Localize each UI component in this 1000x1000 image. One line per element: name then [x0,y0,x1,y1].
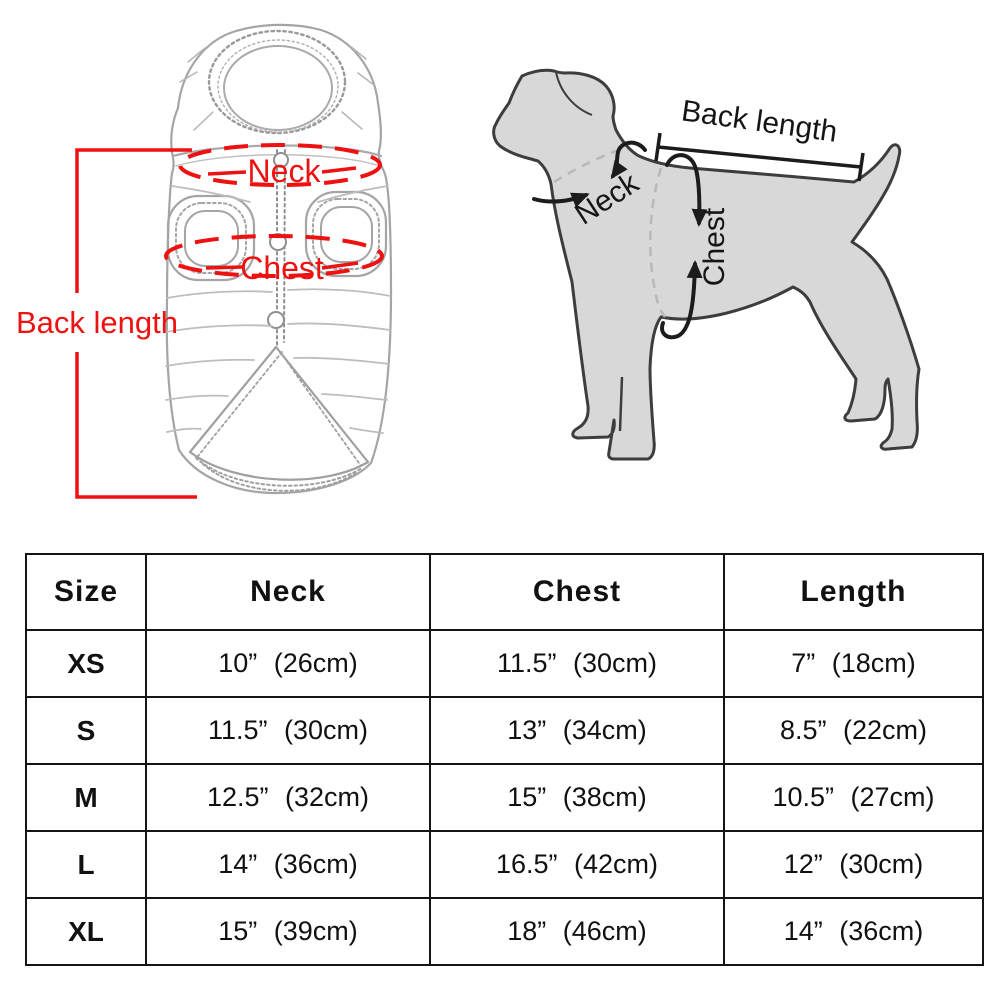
table-row-l: L 14” (36cm) 16.5” (42cm) 12” (30cm) [25,830,984,899]
hood-creases [179,45,375,131]
hood-rim [207,29,347,135]
chest-measure-ellipse [164,234,384,278]
jacket-back-length-label: Back length [16,305,178,340]
chest-value: 13” (34cm) [429,696,725,765]
chest-guide-dashed [649,167,667,318]
length-value: 8.5” (22cm) [723,696,984,765]
button-bottom [267,311,285,329]
neck-label-connector [207,166,357,176]
size-table-header-row: Size Neck Chest Length [25,553,984,631]
length-value: 12” (30cm) [723,830,984,899]
table-row-s: S 11.5” (30cm) 13” (34cm) 8.5” (22cm) [25,696,984,765]
hem-flap [188,345,370,492]
back-length-tick-left [654,132,662,162]
neck-value: 10” (26cm) [145,629,431,698]
neck-value: 14” (36cm) [145,830,431,899]
neck-value: 15” (39cm) [145,897,431,966]
dog-chest-label: Chest [698,207,731,286]
chest-value: 15” (38cm) [429,763,725,832]
neck-arrow-left [532,192,590,208]
chest-value: 16.5” (42cm) [429,830,725,899]
size-label: L [25,830,147,899]
dog-illustration: Back length Neck Chest [492,68,921,461]
button-top [273,152,289,168]
jacket-chest-label: Chest [240,250,324,286]
header-length: Length [723,553,984,631]
quilting-lines [165,185,391,434]
header-chest: Chest [429,553,725,631]
jacket-annotations: Neck Chest Back length [16,143,384,499]
length-value: 10.5” (27cm) [723,763,984,832]
back-length-line [657,145,862,169]
chest-arrow-down [665,153,708,227]
measurement-illustrations: Neck Chest Back length [16,23,921,499]
ear-fold-line [555,71,593,116]
back-length-bracket [75,148,197,499]
size-table: Size Neck Chest Length XS 10” (26cm) 11.… [25,553,984,966]
size-label: M [25,763,147,832]
measure-guides [553,147,667,318]
button-placket [267,149,289,347]
chest-arrow-up [660,260,703,340]
length-value: 7” (18cm) [723,629,984,698]
table-row-xl: XL 15” (39cm) 18” (46cm) 14” (36cm) [25,897,984,966]
neck-measure-ellipse [178,143,382,187]
chest-value: 18” (46cm) [429,897,725,966]
hood-rim-inner [217,39,339,133]
table-row-m: M 12.5” (32cm) 15” (38cm) 10.5” (27cm) [25,763,984,832]
back-length-tick-right [857,152,865,182]
header-neck: Neck [145,553,431,631]
chest-label-connector [205,261,359,270]
front-leg-separation [618,376,624,432]
dog-back-length-label: Back length [679,94,839,148]
table-row-xs: XS 10” (26cm) 11.5” (30cm) 7” (18cm) [25,629,984,698]
size-label: XL [25,897,147,966]
header-size: Size [25,553,147,631]
jacket-neck-label: Neck [248,153,322,189]
neck-value: 11.5” (30cm) [145,696,431,765]
back-length-measure [654,132,865,182]
length-value: 14” (36cm) [723,897,984,966]
neck-arrow-right [610,140,647,180]
measure-arrows [532,140,708,340]
neck-guide-dashed [553,147,622,184]
hood-face-opening [223,45,333,131]
size-label: XS [25,629,147,698]
neck-value: 12.5” (32cm) [145,763,431,832]
dog-body [492,68,921,461]
size-label: S [25,696,147,765]
chest-value: 11.5” (30cm) [429,629,725,698]
